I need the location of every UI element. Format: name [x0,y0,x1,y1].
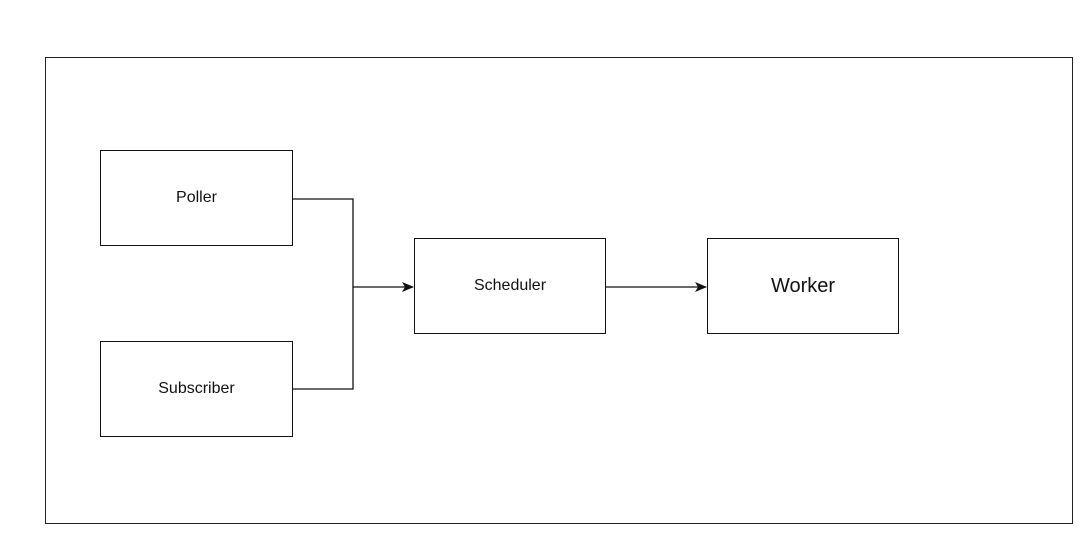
poller-label: Poller [176,189,217,206]
subscriber-node: Subscriber [100,341,293,437]
worker-label: Worker [770,274,836,297]
subscriber-label: Subscriber [158,380,235,397]
poller-node: Poller [100,150,293,246]
worker-node: Worker [707,238,899,334]
scheduler-node: Scheduler [414,238,606,334]
scheduler-label: Scheduler [473,277,547,294]
